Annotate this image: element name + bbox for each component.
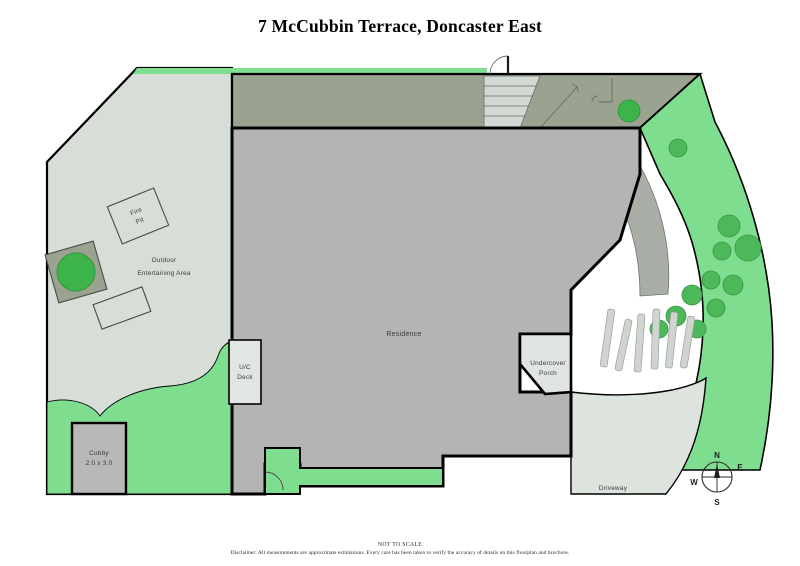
side-gate-swing-icon <box>264 471 284 491</box>
courtyard-gate-swing-icon <box>539 83 579 129</box>
driveway-area: Driveway <box>570 376 707 495</box>
compass-north-label: N <box>714 451 720 460</box>
cubby-area: Cubby 2.0 x 3.0 <box>70 421 128 496</box>
fire-pit-label-1: Fire <box>129 206 143 217</box>
footer: NOT TO SCALE Disclaimer: All measurement… <box>0 542 800 556</box>
shrub-icon <box>706 298 726 318</box>
undercover-porch-label-1: Undercover <box>530 360 566 367</box>
shrub-icon <box>701 270 721 290</box>
cubby-shape <box>70 421 128 496</box>
bench-icon <box>92 286 152 330</box>
stairs-icon <box>483 75 541 129</box>
outdoor-entertaining-label-1: Outdoor <box>152 257 177 264</box>
planter-tree <box>44 240 108 304</box>
cubby-label-2: 2.0 x 3.0 <box>86 460 113 467</box>
uc-deck-shape <box>228 339 262 405</box>
driveway-label: Driveway <box>599 485 628 492</box>
undercover-porch-label-2: Porch <box>539 370 557 377</box>
gate-swing-icon <box>489 55 510 75</box>
shrub-icon <box>712 241 732 261</box>
shrub-icon <box>722 274 744 296</box>
fire-pit-area: Fire Pit <box>106 187 170 245</box>
shrub-group <box>649 138 762 339</box>
lawn-top-strip <box>137 68 487 74</box>
driveway-surface <box>570 376 707 495</box>
uc-deck-label-2: Deck <box>237 374 253 381</box>
undercover-porch-area: Undercover Porch <box>518 332 573 396</box>
tree-icon <box>56 252 96 292</box>
shrub-icon <box>668 138 688 158</box>
compass-south-label: S <box>714 498 720 507</box>
shrub-icon <box>681 284 703 306</box>
site-plan: Driveway Residence Undercover Porch U/C … <box>44 55 774 507</box>
fire-pit-shape <box>106 187 170 245</box>
shrub-icon <box>717 214 741 238</box>
uc-deck-area: U/C Deck <box>228 339 262 405</box>
outdoor-entertaining-label-2: Entertaining Area <box>137 270 190 277</box>
uc-deck-label-1: U/C <box>239 364 251 371</box>
compass-east-label: E <box>737 463 743 472</box>
lawn-top-strip-left-taper <box>133 68 144 74</box>
disclaimer-text: Disclaimer: All measurements are approxi… <box>230 550 570 556</box>
compass-west-label: W <box>690 478 698 487</box>
rear-lawn-notch <box>264 447 444 495</box>
rear-lawn-notch-shape <box>264 447 444 495</box>
tree-icon <box>617 99 641 123</box>
not-to-scale-note: NOT TO SCALE <box>377 542 423 548</box>
fire-pit-label-2: Pit <box>135 216 145 226</box>
front-courtyard <box>230 55 703 130</box>
shrub-icon <box>734 234 762 262</box>
cubby-label-1: Cubby <box>89 450 109 457</box>
compass-rose-icon: N S E W <box>690 451 743 507</box>
courtyard-fixture <box>591 78 613 103</box>
page-title: 7 McCubbin Terrace, Doncaster East <box>257 16 543 36</box>
residence-label: Residence <box>386 331 421 338</box>
undercover-porch-shape <box>518 332 573 396</box>
stepping-stones-icon <box>599 308 696 373</box>
